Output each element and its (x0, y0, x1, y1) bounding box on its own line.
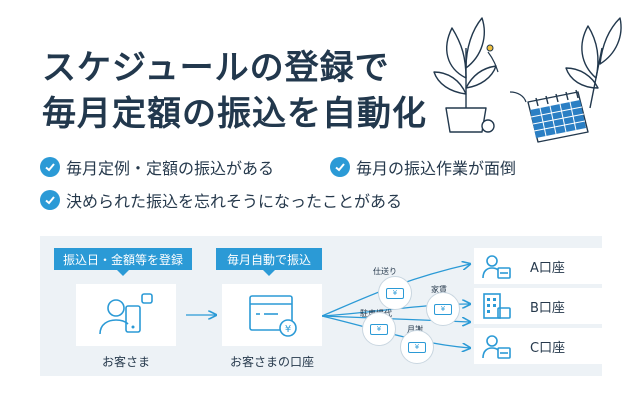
check-circle-icon (40, 157, 60, 177)
check-item-text: 決められた振込を忘れそうになったことがある (66, 192, 403, 211)
payment-label-rent: 家賃 (431, 285, 447, 294)
check-item-text: 毎月の振込作業が面倒 (356, 159, 517, 178)
motion-arrow (509, 91, 527, 103)
building-icon (474, 292, 518, 320)
plant-calendar-illustration (433, 17, 622, 143)
check-circle-icon (40, 190, 60, 210)
payment-label-tuition: 月謝 (407, 324, 423, 335)
plant-bud-icon (486, 44, 494, 52)
arrow-to-account-c (321, 315, 470, 348)
yen-bill-icon: ¥ (434, 303, 452, 315)
yen-bill-icon: ¥ (408, 341, 426, 353)
right-plant-icon (565, 17, 622, 109)
check-item-text: 毎月定例・定額の振込がある (66, 159, 275, 178)
account-c: C口座 (474, 328, 602, 364)
headline-line-2: 毎月定額の振込を自動化 (42, 94, 427, 134)
check-item-1: 毎月定例・定額の振込がある (40, 155, 274, 179)
customer-account-label: お客さまの口座 (229, 355, 314, 369)
yen-bill-icon: ¥ (386, 287, 404, 299)
customer-card (76, 284, 176, 346)
person-with-phone-icon (99, 293, 153, 335)
calendar-icon (527, 89, 589, 143)
payment-bubble-rent: ¥ (426, 292, 460, 326)
potted-plant-icon (433, 17, 497, 133)
account-c-label: C口座 (530, 340, 566, 356)
customer-label: お客さま (101, 355, 150, 369)
check-item-3: 決められた振込を忘れそうになったことがある (40, 188, 402, 212)
check-circle-icon (330, 157, 350, 177)
account-b-label: B口座 (530, 300, 565, 316)
tag-auto-transfer: 毎月自動で振込 (216, 248, 322, 276)
person-card-icon (474, 332, 518, 360)
customer-account-card: ¥ (222, 284, 322, 346)
headline-line-1: スケジュールの登録で (42, 48, 390, 88)
plant-stem-line (487, 51, 499, 73)
payment-label-allowance: 仕送り (373, 267, 397, 276)
yen-bill-icon: ¥ (370, 323, 388, 335)
browser-window-yen-icon: ¥ (249, 295, 297, 337)
account-a: A口座 (474, 248, 602, 284)
tag-register: 振込日・金額等を登録 (54, 248, 192, 276)
check-item-2: 毎月の振込作業が面倒 (330, 155, 516, 179)
person-card-icon (474, 252, 518, 280)
payment-bubble-allowance: ¥ (378, 276, 412, 310)
payment-bubble-parking: ¥ (362, 312, 396, 346)
account-b: B口座 (474, 288, 602, 324)
account-a-label: A口座 (530, 260, 565, 276)
svg-text:¥: ¥ (285, 324, 291, 335)
payment-bubble-tuition: ¥ (400, 330, 434, 364)
